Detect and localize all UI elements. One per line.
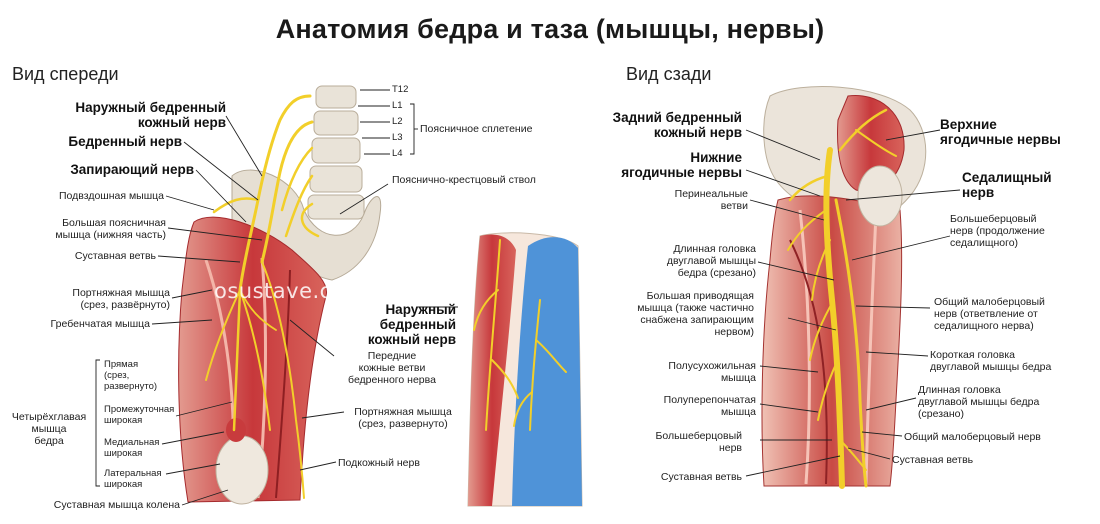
page-title: Анатомия бедра и таза (мышцы, нервы) — [275, 14, 825, 44]
label-biceps-short: Короткая головка двуглавой мышцы бедра — [930, 349, 1052, 373]
label-biceps-long: Длинная головка двуглавой мышцы бедра (с… — [918, 384, 1040, 420]
label-biceps-long-cut: Длинная головка двуглавой мышцы бедра (с… — [666, 243, 756, 279]
label-quadriceps: Четырёхглавая мышца бедра — [11, 411, 87, 447]
label-post-cutaneous: Задний бедренный кожный нерв — [612, 110, 742, 140]
front-view-heading: Вид спереди — [12, 64, 119, 84]
label-lumbosacral-trunk: Пояснично-крестцовый ствол — [392, 174, 536, 186]
label-L1: L1 — [392, 100, 403, 111]
label-femoral-nerve: Бедренный нерв — [68, 134, 182, 149]
lumbar-spine — [307, 85, 365, 220]
label-tibial-nerve: Большеберцовый нерв — [655, 430, 742, 454]
label-vastus-lateralis: Латеральная широкая — [104, 468, 162, 490]
back-thigh-figure — [761, 86, 927, 489]
label-tibial-part: Большеберцовый нерв (продолжение седалищ… — [950, 213, 1045, 249]
label-semitendinosus: Полусухожильная мышца — [668, 360, 756, 384]
front-thigh-figure — [178, 85, 382, 505]
back-nerves — [787, 108, 897, 489]
label-sartorius-cut2: Портняжная мышца (срез, развернуто) — [354, 406, 452, 430]
label-L2: L2 — [392, 116, 403, 127]
label-L3: L3 — [392, 132, 403, 143]
label-pectineus: Гребенчатая мышца — [50, 318, 150, 330]
knee-front — [215, 435, 269, 505]
label-knee-articular-muscle: Суставная мышца колена — [53, 499, 180, 511]
label-obturator-nerve: Запирающий нерв — [70, 162, 194, 177]
label-iliacus: Подвздошная мышца — [59, 190, 164, 202]
label-perineal: Перинеальные ветви — [674, 188, 748, 212]
label-inset-cutaneous: Наружный бедренный кожный нерв — [367, 302, 456, 347]
label-articular-branch-back: Суставная ветвь — [660, 471, 742, 483]
label-saphenous: Подкожный нерв — [338, 457, 420, 469]
label-psoas-major: Большая поясничная мышца (нижняя часть) — [55, 217, 166, 241]
label-vastus-intermedius: Промежуточная широкая — [104, 404, 175, 426]
label-T12: T12 — [392, 84, 409, 95]
label-sartorius-cut: Портняжная мышца (срез, развёрнуто) — [72, 287, 170, 311]
back-thigh-muscles — [761, 195, 903, 487]
leader-lines — [95, 89, 961, 506]
label-semimembranosus: Полуперепончатая мышца — [663, 394, 756, 418]
label-common-peroneal2: Общий малоберцовый нерв — [904, 431, 1041, 443]
back-view-heading: Вид сзади — [626, 64, 712, 84]
label-articular-branch-back2: Суставная ветвь — [892, 454, 974, 466]
label-lat-cutaneous-nerve: Наружный бедренный кожный нерв — [75, 100, 226, 130]
watermark: osustave.com — [214, 279, 367, 303]
label-L4: L4 — [392, 148, 403, 159]
label-inferior-gluteal: Нижние ягодичные нервы — [621, 150, 742, 180]
label-vastus-medialis: Медиальная широкая — [104, 437, 160, 459]
label-rectus: Прямая (срез, развернуто) — [104, 359, 158, 392]
label-lumbar-plexus: Поясничное сплетение — [420, 123, 533, 135]
inset-cutaneous-view — [467, 232, 583, 507]
label-sciatic: Седалищный нерв — [962, 170, 1052, 200]
label-articular-branch-front: Суставная ветвь — [74, 250, 156, 262]
label-common-peroneal: Общий малоберцовый нерв (ответвление от … — [934, 296, 1045, 332]
label-superior-gluteal: Верхние ягодичные нервы — [940, 117, 1061, 147]
label-anterior-cutaneous: Передние кожные ветви бедренного нерва — [348, 350, 436, 386]
label-adductor-magnus: Большая приводящая мышца (также частично… — [637, 290, 754, 338]
front-nerves — [205, 94, 320, 499]
